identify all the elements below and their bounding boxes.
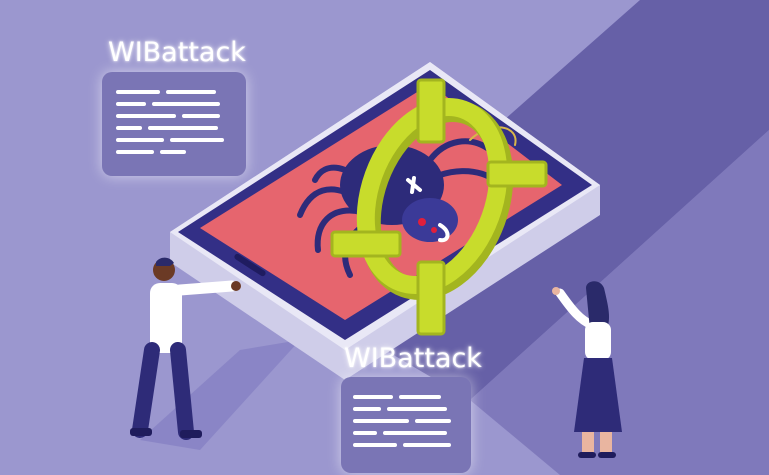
- text-line: [116, 138, 164, 142]
- text-line: [160, 150, 186, 154]
- text-line: [399, 395, 441, 399]
- phone-speaker: [234, 253, 266, 277]
- top-text-panel: [102, 72, 246, 176]
- text-line: [353, 431, 377, 435]
- spider-icon: [297, 126, 517, 278]
- text-line: [353, 395, 393, 399]
- floor-shadow: [470, 130, 769, 475]
- text-line: [152, 102, 220, 106]
- text-line: [166, 90, 216, 94]
- bottom-label: WIBattack: [344, 343, 482, 374]
- text-line: [383, 431, 447, 435]
- person-shadow: [140, 340, 300, 450]
- text-line: [387, 407, 447, 411]
- text-line: [353, 443, 397, 447]
- text-line: [116, 114, 176, 118]
- text-line: [148, 126, 218, 130]
- text-line: [116, 126, 142, 130]
- text-line: [353, 419, 409, 423]
- text-line: [403, 443, 451, 447]
- text-line: [415, 419, 451, 423]
- text-line: [182, 114, 220, 118]
- text-line: [116, 150, 154, 154]
- text-line: [116, 102, 146, 106]
- text-line: [170, 138, 224, 142]
- crosshair-icon: [330, 78, 548, 336]
- top-label: WIBattack: [108, 37, 246, 68]
- bottom-text-panel: [341, 377, 471, 473]
- man-figure: [130, 257, 241, 440]
- woman-figure: [552, 281, 622, 458]
- text-line: [353, 407, 381, 411]
- text-line: [116, 90, 160, 94]
